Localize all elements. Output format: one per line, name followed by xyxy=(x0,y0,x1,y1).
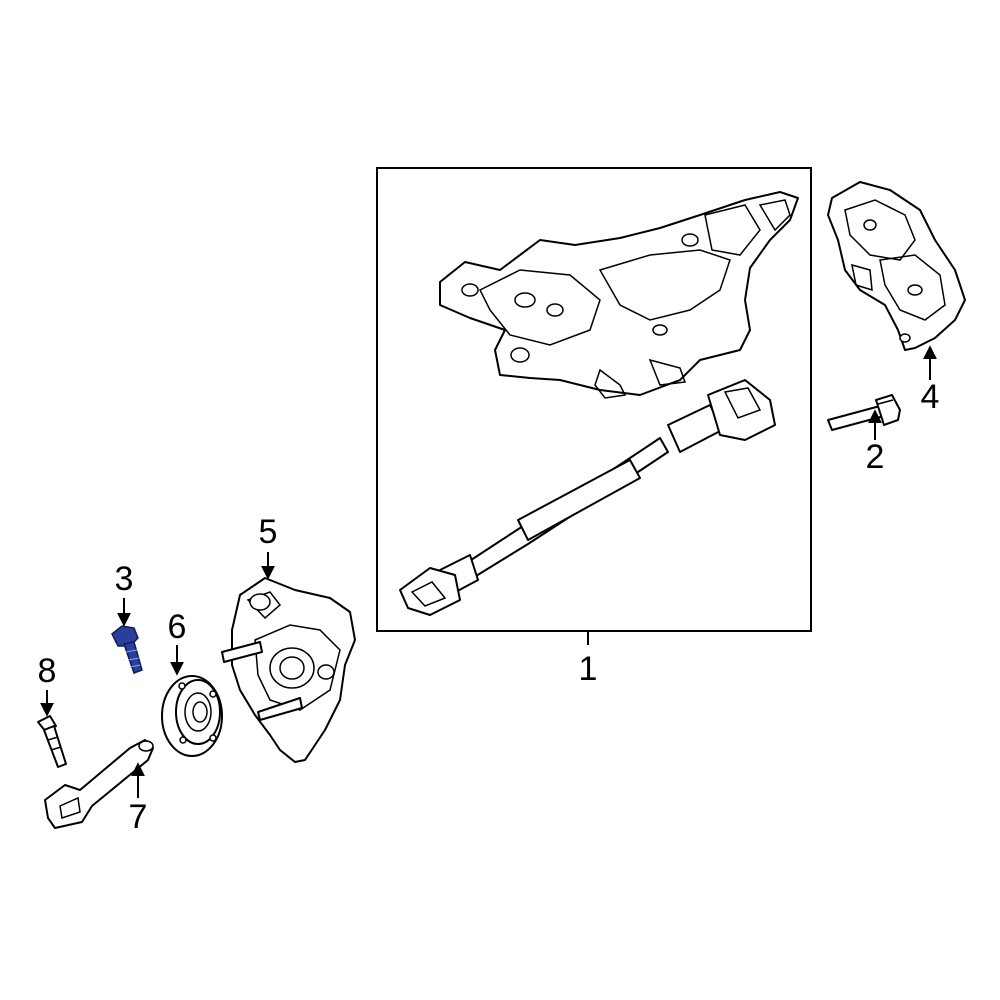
part-2-bolt[interactable] xyxy=(827,394,901,431)
part-1-steering-column-assembly[interactable] xyxy=(376,167,812,632)
part-6-bearing[interactable] xyxy=(161,675,223,757)
callout-6: 6 xyxy=(168,608,187,646)
callout-4: 4 xyxy=(921,378,940,416)
part-5-bracket-housing[interactable] xyxy=(221,577,356,763)
leader-lines xyxy=(40,345,937,798)
callout-2: 2 xyxy=(866,438,885,476)
callout-8: 8 xyxy=(38,652,57,690)
callout-7: 7 xyxy=(129,798,148,836)
callout-3: 3 xyxy=(115,560,134,598)
part-7-shaft[interactable] xyxy=(44,739,154,829)
part-3-bolt-highlighted[interactable] xyxy=(111,625,143,674)
intermediate-shaft xyxy=(399,379,776,616)
callout-1: 1 xyxy=(579,650,598,688)
part-8-bolt[interactable] xyxy=(37,715,67,768)
assembly-frame xyxy=(376,167,812,632)
part-4-bracket-module[interactable] xyxy=(827,181,966,351)
callout-5: 5 xyxy=(259,513,278,551)
column-housing xyxy=(439,191,799,399)
